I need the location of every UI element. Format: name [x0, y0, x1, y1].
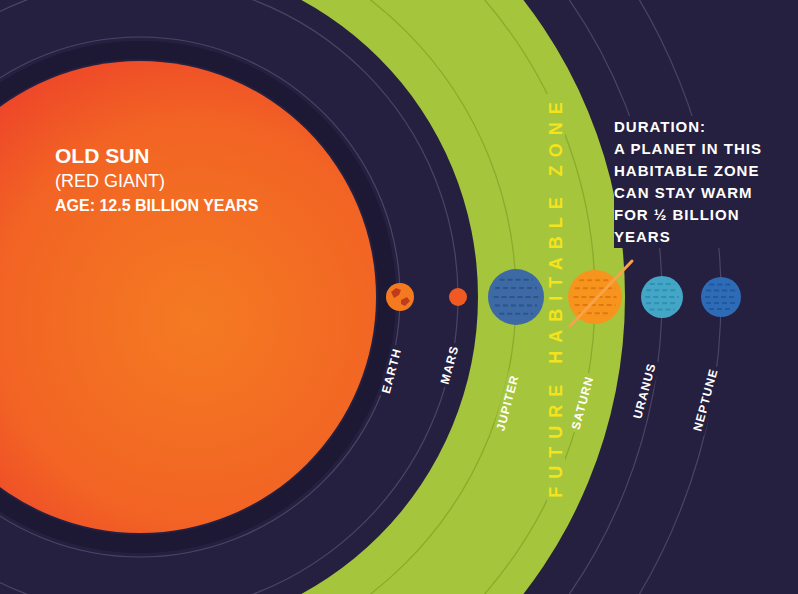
planet-stripe — [579, 279, 611, 281]
duration-heading: DURATION: — [614, 116, 706, 138]
habitable-zone-band: FUTURE HABITABLE ZONEJUPITER SATURN — [300, 0, 628, 594]
orbit-line — [0, 0, 721, 594]
planet-disc — [449, 288, 467, 306]
sun-disc — [0, 61, 376, 533]
orbit-line — [300, 0, 595, 594]
sun-circle: OLD SUN(RED GIANT) AGE: 12.5 BILLION YEAR… — [0, 61, 376, 533]
planet-stripe — [706, 290, 736, 292]
sun-subtitle: (RED GIANT) — [55, 170, 165, 192]
planet-stripe — [495, 304, 537, 306]
planet-land — [401, 297, 410, 306]
planet-circle: MARS — [449, 288, 467, 306]
planet-stripe — [709, 308, 733, 310]
planet-disc — [641, 276, 683, 318]
planet-circle-shape — [386, 283, 414, 311]
planet-stripe — [646, 289, 677, 291]
planet-stripe — [649, 309, 674, 311]
label-anchor: A PLANET IN THIS HABITABLE ZONE CAN STAY… — [614, 138, 784, 248]
planet-stripe — [499, 313, 533, 315]
orbit-line — [0, 0, 458, 594]
planet-stripe — [706, 302, 736, 304]
planet-land — [391, 288, 401, 298]
sun-title: OLD SUN — [55, 144, 150, 168]
planet-stripe — [575, 287, 615, 289]
planet-circle-shape — [449, 288, 467, 306]
planet-stripe — [646, 302, 678, 304]
planet-circle-shape — [701, 277, 741, 317]
planet-stripe — [650, 283, 675, 285]
planet-stripe — [495, 287, 537, 289]
sun-age: AGE: 12.5 BILLION YEARS — [55, 196, 258, 216]
planet-circle-shape — [488, 269, 544, 325]
sun-halo — [0, 50, 387, 544]
planet-circle: URANUS — [641, 276, 683, 318]
planet-stripe — [709, 284, 732, 286]
planet-circle: SATURN — [568, 270, 622, 324]
planet-disc — [701, 277, 741, 317]
planet-stripe — [494, 296, 539, 298]
planet-circle: NEPTUNE — [701, 277, 741, 317]
planet-circle: EARTH — [386, 283, 414, 311]
orbit-line — [300, 0, 516, 594]
planet-circle: JUPITER — [488, 269, 544, 325]
orbit-lines — [0, 0, 721, 594]
label-anchor: DURATION: — [614, 116, 706, 138]
zone-title: FUTURE HABITABLE ZONE — [547, 94, 565, 506]
duration-note: A PLANET IN THIS HABITABLE ZONE CAN STAY… — [614, 138, 784, 248]
planet-disc — [386, 283, 414, 311]
sun-circle-shape — [0, 61, 376, 533]
planet-circle-shape — [641, 276, 683, 318]
zone-band — [300, 0, 625, 594]
planet-stripe — [645, 296, 679, 298]
orbit-line — [0, 0, 662, 594]
planet-ring — [570, 261, 632, 326]
planet-disc — [488, 269, 544, 325]
planet-circle-shape — [568, 270, 622, 324]
planet-stripe — [575, 304, 616, 306]
planet-stripe — [500, 279, 533, 281]
orbit-line — [0, 37, 400, 557]
planet-stripe — [705, 296, 737, 298]
